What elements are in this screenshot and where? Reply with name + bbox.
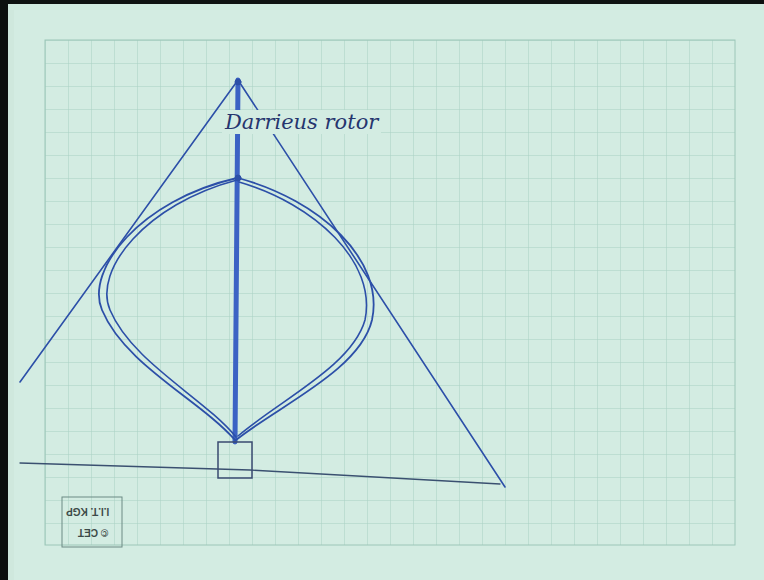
- blade: [236, 178, 374, 440]
- grid: [45, 40, 735, 545]
- ground-line: [20, 463, 500, 484]
- paper-sheet: [14, 10, 764, 580]
- blade: [238, 182, 366, 436]
- mast: [235, 80, 238, 442]
- watermark: I.I.T. KGP: [66, 506, 109, 517]
- title-label: Darrieus rotor: [222, 110, 381, 134]
- stamp-frame: [62, 497, 122, 547]
- base-box: [218, 442, 252, 478]
- blade: [99, 178, 237, 440]
- watermark: © CET: [78, 527, 108, 538]
- blade: [107, 180, 237, 437]
- guy-wire: [20, 80, 238, 382]
- paper: [8, 4, 764, 580]
- hub: [235, 79, 241, 85]
- hub: [235, 175, 241, 181]
